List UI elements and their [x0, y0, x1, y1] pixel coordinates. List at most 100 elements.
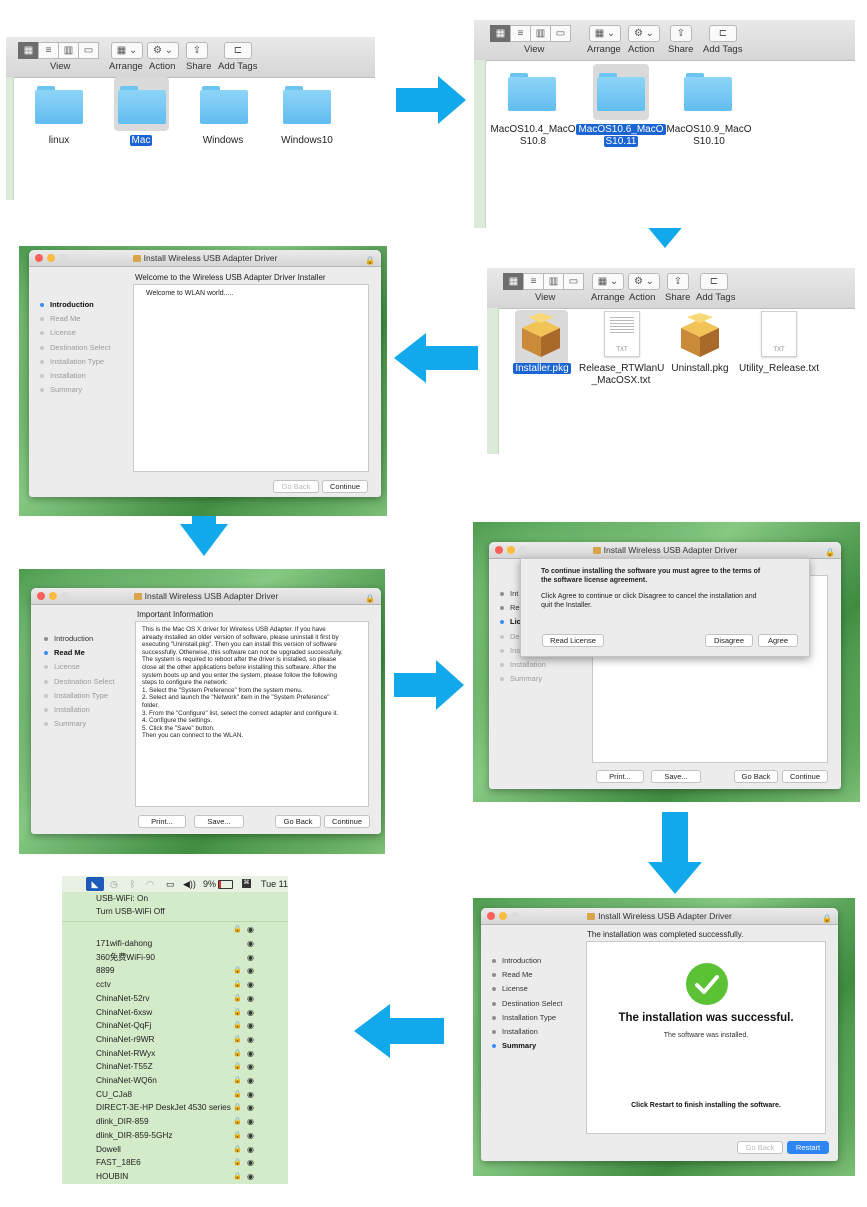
arrange-button[interactable]: ▦ ⌄	[589, 25, 621, 42]
list-view-button[interactable]: ≡	[38, 42, 59, 59]
list-view-button[interactable]: ≡	[523, 273, 544, 290]
network-item[interactable]: ChinaNet-WQ6n🔒◉	[62, 1074, 288, 1088]
save-button[interactable]: Save...	[651, 770, 701, 783]
zoom-button[interactable]	[519, 546, 527, 554]
print-button[interactable]: Print...	[138, 815, 186, 828]
minimize-button[interactable]	[507, 546, 515, 554]
network-item[interactable]: dlink_DIR-859🔒◉	[62, 1115, 288, 1129]
battery-icon[interactable]	[218, 880, 233, 889]
network-item[interactable]: ChinaNet-T55Z🔒◉	[62, 1060, 288, 1074]
network-item[interactable]: 8899🔒◉	[62, 964, 288, 978]
network-item[interactable]: 360免费WiFi-90◉	[62, 951, 288, 965]
lock-icon: 🔒	[233, 1131, 242, 1139]
icon-view-button[interactable]: ▦	[503, 273, 524, 290]
go-back-button[interactable]: Go Back	[737, 1141, 783, 1154]
read-license-button[interactable]: Read License	[542, 634, 604, 647]
folder-icon[interactable]	[35, 86, 83, 124]
continue-button[interactable]: Continue	[782, 770, 828, 783]
network-item[interactable]: HOUBIN🔒◉	[62, 1170, 288, 1184]
action-button[interactable]: ⚙ ⌄	[147, 42, 179, 59]
close-button[interactable]	[37, 592, 45, 600]
wifi-menu-screenshot: ◣ ◷ ᛒ ◠ ▭ ◀)) 9% ⌘ Tue 11: USB-WiFi: On …	[62, 876, 288, 1184]
action-button[interactable]: ⚙ ⌄	[628, 25, 660, 42]
network-item[interactable]: FAST_18E6🔒◉	[62, 1156, 288, 1170]
add-tags-button[interactable]: ⊏	[700, 273, 728, 290]
time-machine-icon[interactable]: ◷	[110, 879, 118, 889]
share-button[interactable]: ⇪	[670, 25, 692, 42]
network-item[interactable]: CU_CJa8🔒◉	[62, 1088, 288, 1102]
wifi-icon[interactable]: ◠	[146, 879, 154, 889]
airplay-icon[interactable]: ▭	[166, 879, 175, 889]
bluetooth-icon[interactable]: ᛒ	[130, 879, 136, 889]
usb-wifi-menu-icon[interactable]: ◣	[86, 877, 104, 891]
continue-button[interactable]: Continue	[322, 480, 368, 493]
txt-file-icon[interactable]: TXT	[761, 311, 797, 357]
gallery-view-button[interactable]: ▭	[78, 42, 99, 59]
txt-file-icon[interactable]: TXT	[604, 311, 640, 357]
network-item[interactable]: Dowell🔒◉	[62, 1143, 288, 1157]
minimize-button[interactable]	[47, 254, 55, 262]
network-item[interactable]: dlink_DIR-859-5GHz🔒◉	[62, 1129, 288, 1143]
add-tags-button[interactable]: ⊏	[224, 42, 252, 59]
step-item: Rea	[499, 601, 546, 615]
zoom-button[interactable]	[511, 912, 519, 920]
zoom-button[interactable]	[59, 254, 67, 262]
gallery-view-button[interactable]: ▭	[563, 273, 584, 290]
volume-icon[interactable]: ◀))	[183, 879, 196, 889]
folder-icon[interactable]	[200, 86, 248, 124]
network-item[interactable]: ChinaNet-QqFj🔒◉	[62, 1019, 288, 1033]
network-name: ChinaNet-WQ6n	[96, 1075, 157, 1085]
zoom-button[interactable]	[61, 592, 69, 600]
step-item: Read Me	[43, 646, 114, 660]
agree-button[interactable]: Agree	[758, 634, 798, 647]
network-item[interactable]: ChinaNet-r9WR🔒◉	[62, 1033, 288, 1047]
step-item: Installation Type	[491, 1011, 562, 1025]
network-item[interactable]: cctv🔒◉	[62, 978, 288, 992]
network-item[interactable]: 171wifi-dahong◉	[62, 937, 288, 951]
folder-icon[interactable]	[118, 86, 166, 124]
network-item[interactable]: ChinaNet-52rv🔒◉	[62, 992, 288, 1006]
column-view-button[interactable]: ▥	[530, 25, 551, 42]
step-item: License	[491, 982, 562, 996]
action-button[interactable]: ⚙ ⌄	[628, 273, 660, 290]
wifi-signal-icon: ◉	[247, 1062, 254, 1072]
folder-icon[interactable]	[597, 73, 645, 111]
folder-icon[interactable]	[283, 86, 331, 124]
disagree-button[interactable]: Disagree	[705, 634, 753, 647]
share-button[interactable]: ⇪	[186, 42, 208, 59]
go-back-button[interactable]: Go Back	[275, 815, 321, 828]
add-tags-button[interactable]: ⊏	[709, 25, 737, 42]
lock-icon: 🔒	[233, 1090, 242, 1098]
restart-button[interactable]: Restart	[787, 1141, 829, 1154]
continue-button[interactable]: Continue	[324, 815, 370, 828]
gallery-view-button[interactable]: ▭	[550, 25, 571, 42]
minimize-button[interactable]	[49, 592, 57, 600]
close-button[interactable]	[495, 546, 503, 554]
network-item[interactable]: ChinaNet-6xsw🔒◉	[62, 1006, 288, 1020]
close-button[interactable]	[487, 912, 495, 920]
column-view-button[interactable]: ▥	[58, 42, 79, 59]
network-item[interactable]: DIRECT-3E-HP DeskJet 4530 series🔒◉	[62, 1101, 288, 1115]
column-view-button[interactable]: ▥	[543, 273, 564, 290]
folder-icon[interactable]	[508, 73, 556, 111]
arrange-button[interactable]: ▦ ⌄	[592, 273, 624, 290]
go-back-button[interactable]: Go Back	[273, 480, 319, 493]
arrange-button[interactable]: ▦ ⌄	[111, 42, 143, 59]
print-button[interactable]: Print...	[596, 770, 644, 783]
go-back-button[interactable]: Go Back	[734, 770, 778, 783]
icon-view-button[interactable]: ▦	[18, 42, 39, 59]
network-item[interactable]: 🔒◉	[62, 923, 288, 937]
folder-icon[interactable]	[684, 73, 732, 111]
content-pane[interactable]: This is the Mac OS X driver for Wireless…	[135, 621, 369, 807]
package-icon[interactable]	[520, 313, 562, 359]
package-icon[interactable]	[679, 313, 721, 359]
save-button[interactable]: Save...	[194, 815, 244, 828]
list-view-button[interactable]: ≡	[510, 25, 531, 42]
input-source-icon[interactable]: ⌘	[242, 879, 251, 888]
close-button[interactable]	[35, 254, 43, 262]
icon-view-button[interactable]: ▦	[490, 25, 511, 42]
minimize-button[interactable]	[499, 912, 507, 920]
toggle-wifi-item[interactable]: Turn USB-WiFi Off	[96, 906, 165, 916]
share-button[interactable]: ⇪	[667, 273, 689, 290]
network-item[interactable]: ChinaNet-RWyx🔒◉	[62, 1047, 288, 1061]
